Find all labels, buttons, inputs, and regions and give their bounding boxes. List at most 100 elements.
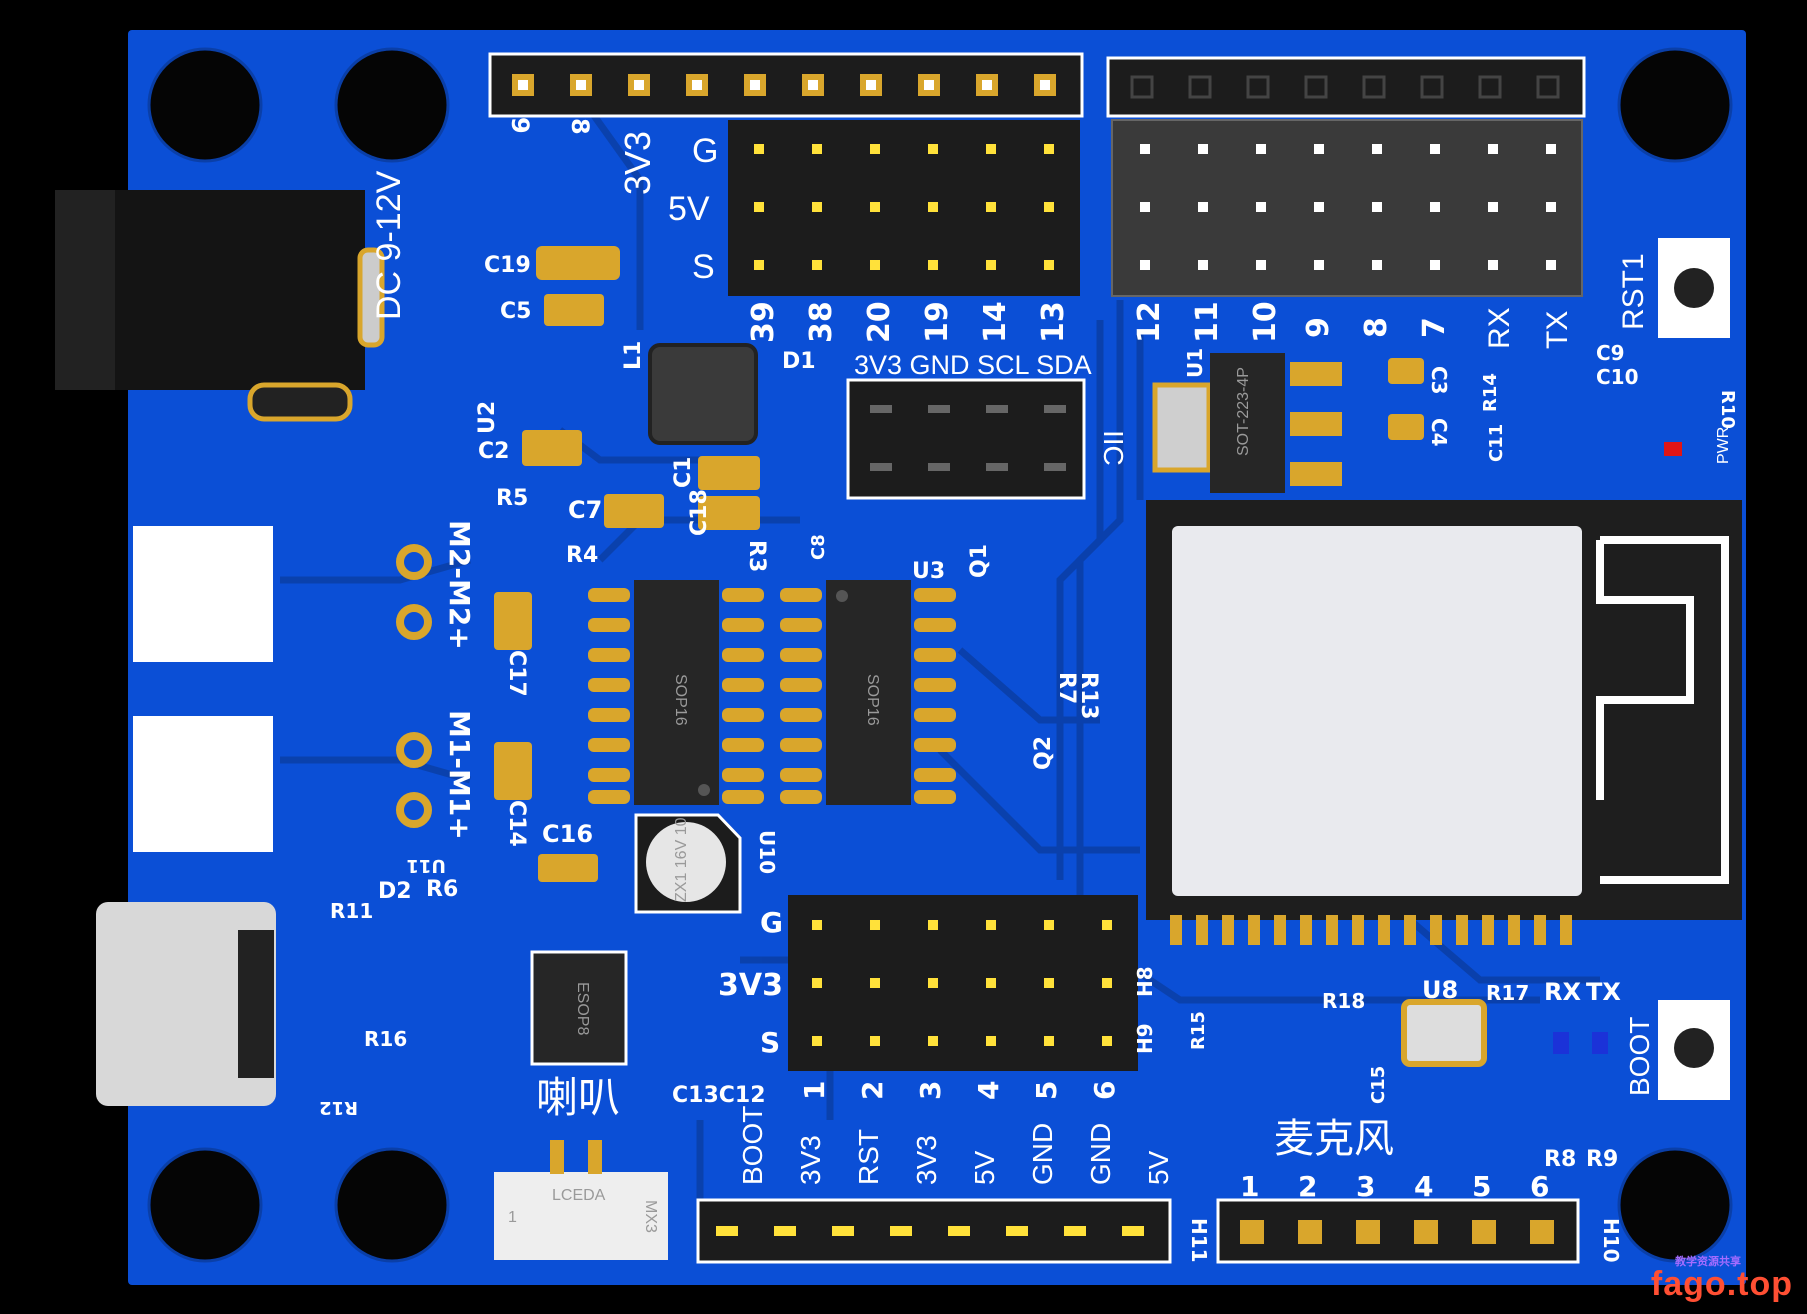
mount-hole — [1617, 47, 1733, 163]
motor-connector-m2 — [133, 526, 273, 662]
label-c11: C11 — [1486, 424, 1507, 462]
esop8-amplifier — [530, 950, 628, 1066]
label-num-3: 3 — [914, 1081, 947, 1100]
label-u2: U2 — [475, 401, 500, 434]
label-r15: R15 — [1188, 1011, 1209, 1050]
label-c5: C5 — [500, 299, 531, 324]
mount-hole — [147, 1147, 263, 1263]
label-h9: H9 — [1133, 1023, 1157, 1054]
reset-button-body — [1658, 238, 1730, 338]
electrolytic-capacitor — [634, 813, 742, 914]
label-gpio-8: 8 — [1359, 317, 1394, 338]
label-c9: C9 — [1596, 341, 1625, 365]
label-c3: C3 — [1427, 366, 1451, 395]
label-r14: R14 — [1480, 373, 1501, 412]
label-gpio-20: 20 — [862, 301, 897, 343]
label-h11-rst: RST — [853, 1129, 884, 1185]
sop-pads — [588, 588, 956, 804]
label-pin-9-top: 9 — [506, 117, 534, 134]
label-r9: R9 — [1586, 1147, 1618, 1172]
label-q1: Q1 — [967, 544, 992, 578]
label-gpio-13: 13 — [1036, 301, 1071, 343]
label-num-6: 6 — [1088, 1081, 1121, 1100]
chip-sop16-a: SOP16 — [672, 674, 689, 726]
label-gpio-19: 19 — [920, 301, 955, 343]
label-num-2: 2 — [856, 1081, 889, 1100]
iic-header — [846, 378, 1086, 500]
chip-sot223: SOT-223-4P — [1235, 367, 1252, 456]
sop16-driver-a — [634, 580, 719, 805]
label-u3: U3 — [912, 559, 945, 584]
label-r6: R6 — [426, 877, 458, 902]
sop16-driver-b — [826, 580, 911, 805]
chip-esop8: ESOP8 — [574, 982, 591, 1035]
label-r10: R10 — [1717, 390, 1738, 429]
label-5v-top: 5V — [668, 190, 710, 228]
label-h11-gnd-b: GND — [1085, 1123, 1116, 1185]
label-h10: H10 — [1599, 1218, 1623, 1263]
label-h10-4: 4 — [1414, 1170, 1433, 1203]
mount-hole — [1617, 1147, 1733, 1263]
mount-hole — [334, 47, 450, 163]
label-c7: C7 — [568, 496, 602, 524]
label-lceda: LCEDA — [552, 1187, 606, 1204]
label-rst1: RST1 — [1617, 253, 1650, 330]
label-c13c12: C13C12 — [672, 1083, 766, 1108]
speaker-connector — [494, 1140, 668, 1260]
gvs-header-bottom — [788, 895, 1138, 1071]
label-r8: R8 — [1544, 1147, 1576, 1172]
dc-barrel-jack — [55, 190, 385, 422]
label-r16: R16 — [364, 1027, 407, 1051]
label-c10: C10 — [1596, 365, 1639, 389]
label-boot-button: BOOT — [1624, 1017, 1655, 1096]
label-c4: C4 — [1427, 418, 1451, 447]
gvs-header-top — [728, 120, 1080, 296]
usb-c-port — [96, 902, 276, 1106]
motor-pads — [396, 544, 432, 828]
label-c14: C14 — [504, 800, 529, 847]
label-r12: R12 — [319, 1097, 358, 1118]
motor-connector-m1 — [133, 716, 273, 852]
label-gpio-10: 10 — [1248, 301, 1283, 343]
microphone — [1401, 999, 1487, 1067]
label-h11-5v-a: 5V — [969, 1150, 1000, 1185]
label-u10: U10 — [755, 830, 779, 874]
label-h11-gnd-a: GND — [1027, 1123, 1058, 1185]
label-gpio-38: 38 — [804, 301, 839, 343]
mount-hole — [334, 1147, 450, 1263]
label-h11-3v3-b: 3V3 — [911, 1135, 942, 1185]
header-top-right — [1106, 56, 1586, 118]
label-h10-2: 2 — [1298, 1170, 1317, 1203]
label-3v3-top: 3V3 — [617, 131, 658, 195]
label-3v3-bottom: 3V3 — [718, 968, 783, 1003]
label-g-top: G — [692, 132, 718, 170]
header-top-left — [488, 52, 1084, 118]
label-h10-5: 5 — [1472, 1170, 1491, 1203]
label-gpio-rx: RX — [1483, 307, 1516, 349]
label-m1: M1-M1+ — [443, 710, 476, 840]
watermark-domain: fago.top — [1650, 1265, 1793, 1303]
label-dc-input: DC 9-12V — [370, 170, 408, 320]
label-d1: D1 — [782, 349, 816, 374]
label-q2: Q2 — [1031, 736, 1056, 770]
label-one: 1 — [508, 1209, 517, 1226]
label-c8: C8 — [808, 534, 829, 560]
label-g-bottom: G — [760, 906, 783, 939]
label-h11: H11 — [1187, 1218, 1211, 1263]
label-u8: U8 — [1422, 976, 1458, 1004]
label-u11: U11 — [406, 855, 446, 876]
inductor — [648, 343, 758, 445]
label-gpio-12: 12 — [1132, 301, 1167, 343]
mounting-holes — [147, 47, 1733, 1263]
label-gpio-7: 7 — [1417, 317, 1452, 338]
label-h11-boot: BOOT — [737, 1106, 768, 1185]
label-h11-5v-b: 5V — [1143, 1150, 1174, 1185]
label-c2: C2 — [478, 439, 509, 464]
label-h10-3: 3 — [1356, 1170, 1375, 1203]
label-gpio-39: 39 — [746, 301, 781, 343]
tx-led — [1592, 1032, 1608, 1054]
watermark-small: 教学资源共享 — [1675, 1256, 1741, 1268]
label-mic: 麦克风 — [1274, 1117, 1394, 1161]
label-r11: R11 — [330, 899, 373, 923]
